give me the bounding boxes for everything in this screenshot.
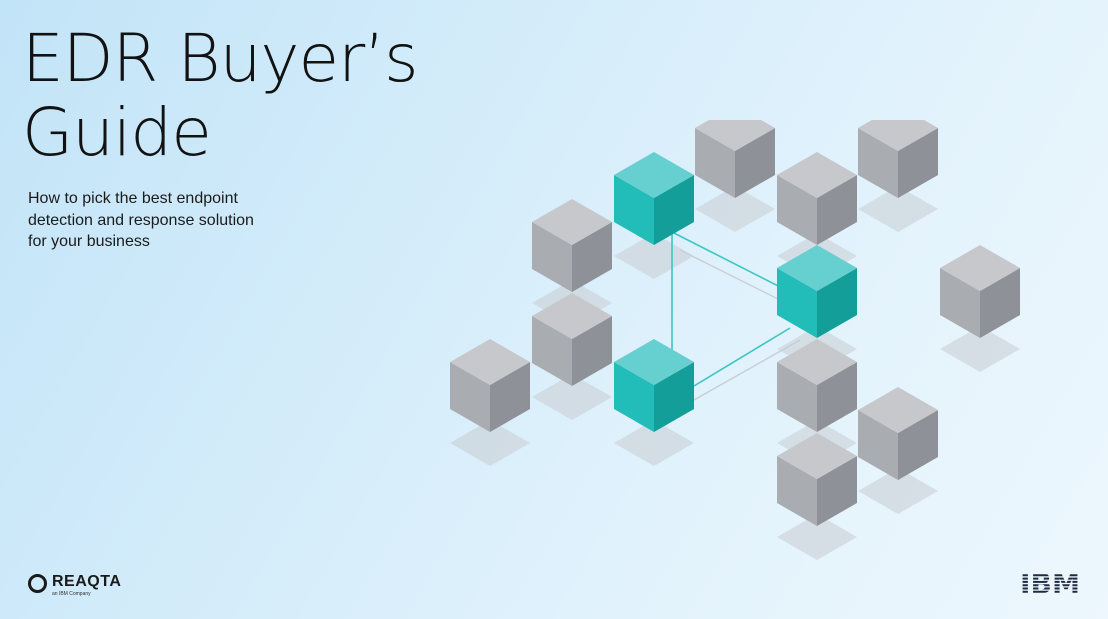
teal-cube [614,152,694,245]
reaqta-wordmark: REAQTA [52,573,122,590]
cube-top-face [695,120,775,151]
cube-top-face [858,387,938,433]
cube-shadow [777,514,857,560]
cube-right-face [572,222,612,292]
subtitle-line-1: How to pick the best endpoint [28,190,238,207]
ibm-wordmark: IBM [1020,571,1080,595]
document-subtitle: How to pick the best endpoint detection … [28,188,288,253]
cube-shadow [614,420,694,466]
cube-top-face [777,433,857,479]
cube-right-face [572,316,612,386]
gray-cube [777,433,857,526]
subtitle-line-3: for your business [28,233,150,250]
gray-cube [450,339,530,432]
cube-right-face [735,128,775,198]
cube-top-face [777,152,857,198]
gray-cube [858,387,938,480]
connector-line [693,327,791,387]
cube-left-face [940,268,980,338]
gray-cube [777,152,857,245]
teal-cube [614,339,694,432]
cube-top-face [614,152,694,198]
cube-left-face [777,456,817,526]
cube-right-face [490,362,530,432]
cube-right-face [898,410,938,480]
gray-cube [858,120,938,198]
cube-shadow [858,468,938,514]
gray-cube [532,293,612,386]
cube-top-face [532,293,612,339]
cube-left-face [777,175,817,245]
reaqta-ring-icon [28,574,47,593]
cube-left-face [614,362,654,432]
gray-cube [695,120,775,198]
cube-left-face [695,128,735,198]
cube-top-face [777,245,857,291]
cube-network-illustration [450,120,1020,560]
cube-left-face [450,362,490,432]
cube-right-face [817,175,857,245]
cube-left-face [777,268,817,338]
cube-top-face [858,120,938,151]
cube-shadow [695,186,775,232]
cube-left-face [777,362,817,432]
cube-right-face [898,128,938,198]
document-title: EDR Buyer’s Guide [22,20,419,171]
cube-shadow [532,374,612,420]
gray-cube [532,199,612,292]
ibm-logo: IBM [1020,571,1080,595]
cube-right-face [980,268,1020,338]
cube-left-face [858,410,898,480]
connector-line [671,231,791,293]
connector-lines [671,231,801,401]
cube-top-face [614,339,694,385]
cube-top-face [450,339,530,385]
gray-cube [777,339,857,432]
cube-shadow [858,186,938,232]
cube-shadow [614,233,694,279]
subtitle-line-2: detection and response solution [28,211,254,229]
connector-line [693,339,801,401]
title-line-2: Guide [22,94,212,171]
reaqta-tagline: an IBM Company [52,591,91,597]
cube-top-face [940,245,1020,291]
cube-right-face [817,362,857,432]
cube-left-face [614,175,654,245]
cube-left-face [532,222,572,292]
cube-top-face [532,199,612,245]
cube-left-face [858,128,898,198]
title-line-1: EDR Buyer’s [22,20,419,97]
cube-right-face [654,362,694,432]
cube-right-face [654,175,694,245]
cube-top-face [777,339,857,385]
gray-cube [940,245,1020,338]
cube-left-face [532,316,572,386]
cube-right-face [817,268,857,338]
cube-shadow [940,326,1020,372]
cube-shadow [450,420,530,466]
teal-cube [777,245,857,338]
cube-right-face [817,456,857,526]
